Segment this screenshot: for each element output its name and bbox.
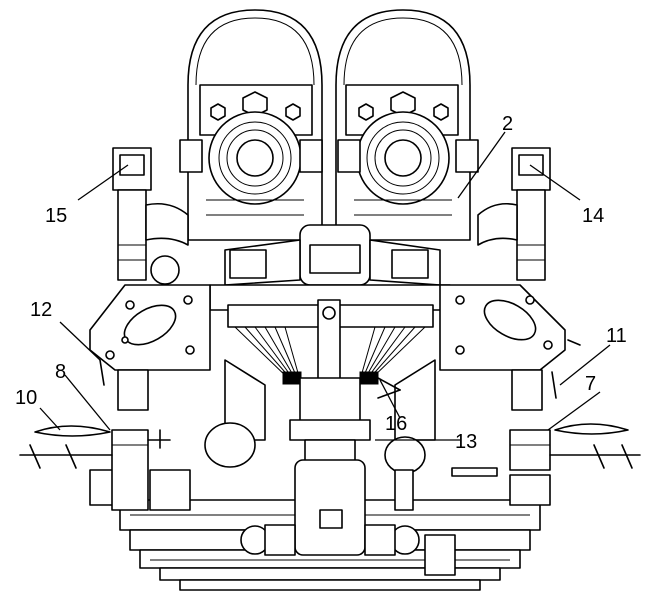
- left-mounting-plate: [89, 284, 211, 371]
- callout-10: 10: [15, 387, 37, 409]
- right-wing-handle: [549, 423, 641, 469]
- callout-13: 13: [455, 431, 477, 453]
- callout-15: 15: [45, 205, 67, 227]
- small-lever-arms: [99, 339, 581, 399]
- leader-lines: [39, 131, 611, 441]
- left-column-assembly: [111, 147, 189, 511]
- wire-harness: [227, 299, 434, 385]
- center-yoke: [209, 224, 451, 311]
- left-sprocket-drum: [179, 9, 323, 241]
- callout-8: 8: [55, 361, 66, 383]
- callout-labels: 2 7 8 10 11 12 13 14 15 16: [15, 113, 627, 453]
- callout-12: 12: [30, 299, 52, 321]
- callout-7: 7: [585, 373, 596, 395]
- callout-16: 16: [385, 413, 407, 435]
- lower-center-body: [204, 359, 498, 556]
- left-wing-handle: [19, 425, 171, 469]
- right-mounting-plate: [439, 284, 566, 371]
- callout-2: 2: [502, 113, 513, 135]
- callout-11: 11: [606, 325, 627, 347]
- callout-14: 14: [582, 205, 604, 227]
- right-sprocket-drum: [335, 9, 479, 241]
